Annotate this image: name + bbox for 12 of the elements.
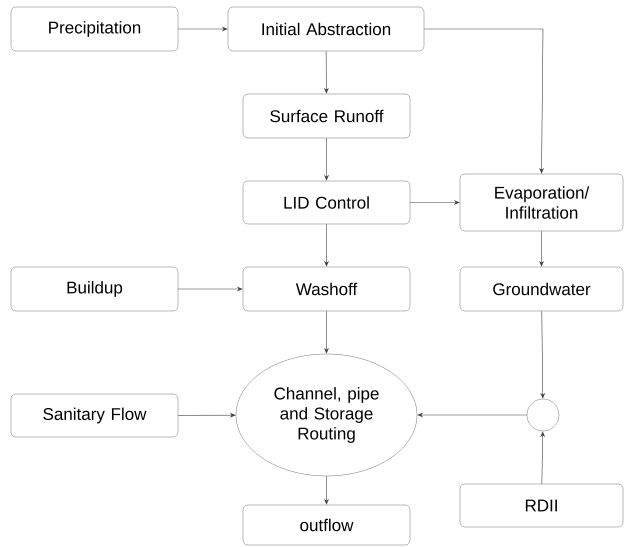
- process-box: Evaporation/ Infiltration: [460, 174, 624, 232]
- junction-circle: [526, 398, 560, 432]
- process-box: Surface Runoff: [242, 94, 410, 138]
- process-box: LID Control: [242, 180, 410, 224]
- process-box: Washoff: [242, 266, 410, 312]
- process-box: outflow: [242, 504, 410, 546]
- process-box: Buildup: [10, 266, 178, 312]
- process-box: RDII: [460, 484, 624, 528]
- process-box: Groundwater: [460, 266, 624, 312]
- process-box: Initial Abstraction: [228, 6, 424, 52]
- process-box: Precipitation: [10, 6, 178, 52]
- process-box: Sanitary Flow: [10, 394, 178, 438]
